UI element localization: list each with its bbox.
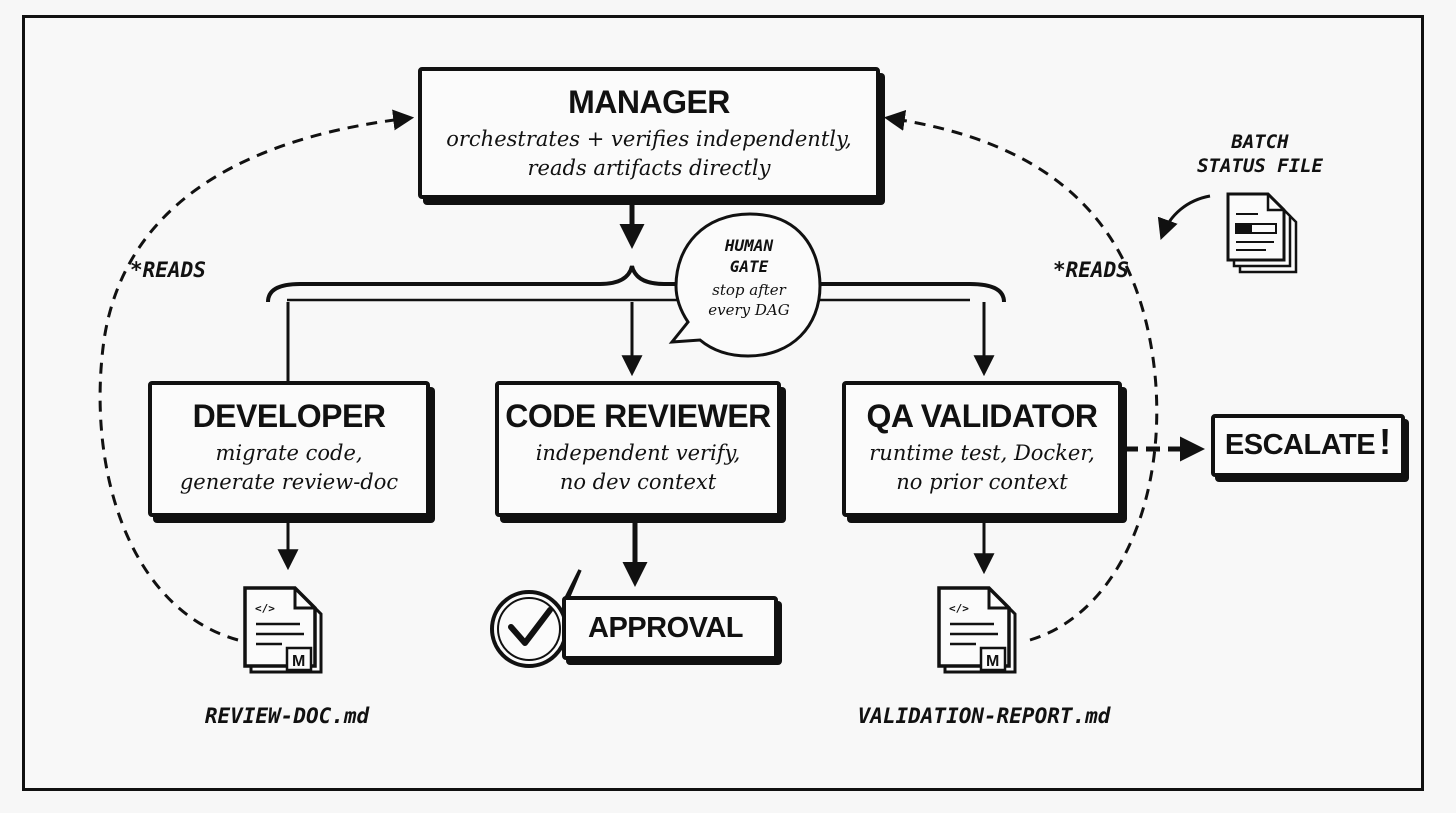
qa-validator-description: runtime test, Docker, no prior context	[869, 441, 1095, 494]
approval-label: APPROVAL	[588, 612, 743, 644]
batch-status-label: BATCH STATUS FILE	[1197, 131, 1323, 177]
review-doc-filename: REVIEW-DOC.md	[204, 704, 370, 728]
batch-status-arrow	[1157, 194, 1211, 240]
manager-node: MANAGER orchestrates + verifies independ…	[418, 67, 880, 199]
escalate-label: ESCALATE	[1224, 429, 1376, 461]
svg-text:M: M	[986, 653, 999, 670]
manager-description: orchestrates + verifies independently, r…	[446, 127, 852, 180]
developer-title: DEVELOPER	[192, 398, 386, 434]
validation-report-filename: VALIDATION-REPORT.md	[857, 704, 1111, 728]
review-doc-markdown-icon: </> M	[243, 586, 323, 674]
human-gate-text: stop after every DAG	[708, 281, 790, 319]
branch-brace	[266, 265, 1006, 303]
code-reviewer-description: independent verify, no dev context	[535, 441, 741, 494]
svg-text:</>: </>	[949, 602, 969, 615]
approval-node: APPROVAL	[562, 596, 778, 660]
reads-loop-right	[883, 110, 1159, 642]
developer-node: DEVELOPER migrate code, generate review-…	[148, 381, 430, 517]
code-reviewer-node: CODE REVIEWER independent verify, no dev…	[495, 381, 781, 517]
svg-text:M: M	[292, 653, 305, 670]
code-reviewer-title: CODE REVIEWER	[505, 398, 771, 434]
manager-title: MANAGER	[568, 84, 730, 120]
validation-report-markdown-icon: </> M	[937, 586, 1017, 674]
qa-validator-node: QA VALIDATOR runtime test, Docker, no pr…	[842, 381, 1122, 517]
reads-right-label: *READS	[1053, 258, 1129, 282]
developer-description: migrate code, generate review-doc	[179, 441, 399, 494]
escalate-node: ESCALATE!	[1211, 414, 1405, 477]
status-file-stack-icon	[1226, 192, 1298, 274]
exclamation-icon: !	[1379, 421, 1392, 462]
reads-left-label: *READS	[130, 258, 206, 282]
reads-loop-left	[98, 109, 415, 642]
human-gate-title: HUMAN GATE	[724, 236, 774, 276]
human-gate-bubble	[668, 212, 822, 358]
qa-validator-title: QA VALIDATOR	[866, 398, 1098, 434]
svg-text:</>: </>	[255, 602, 275, 615]
